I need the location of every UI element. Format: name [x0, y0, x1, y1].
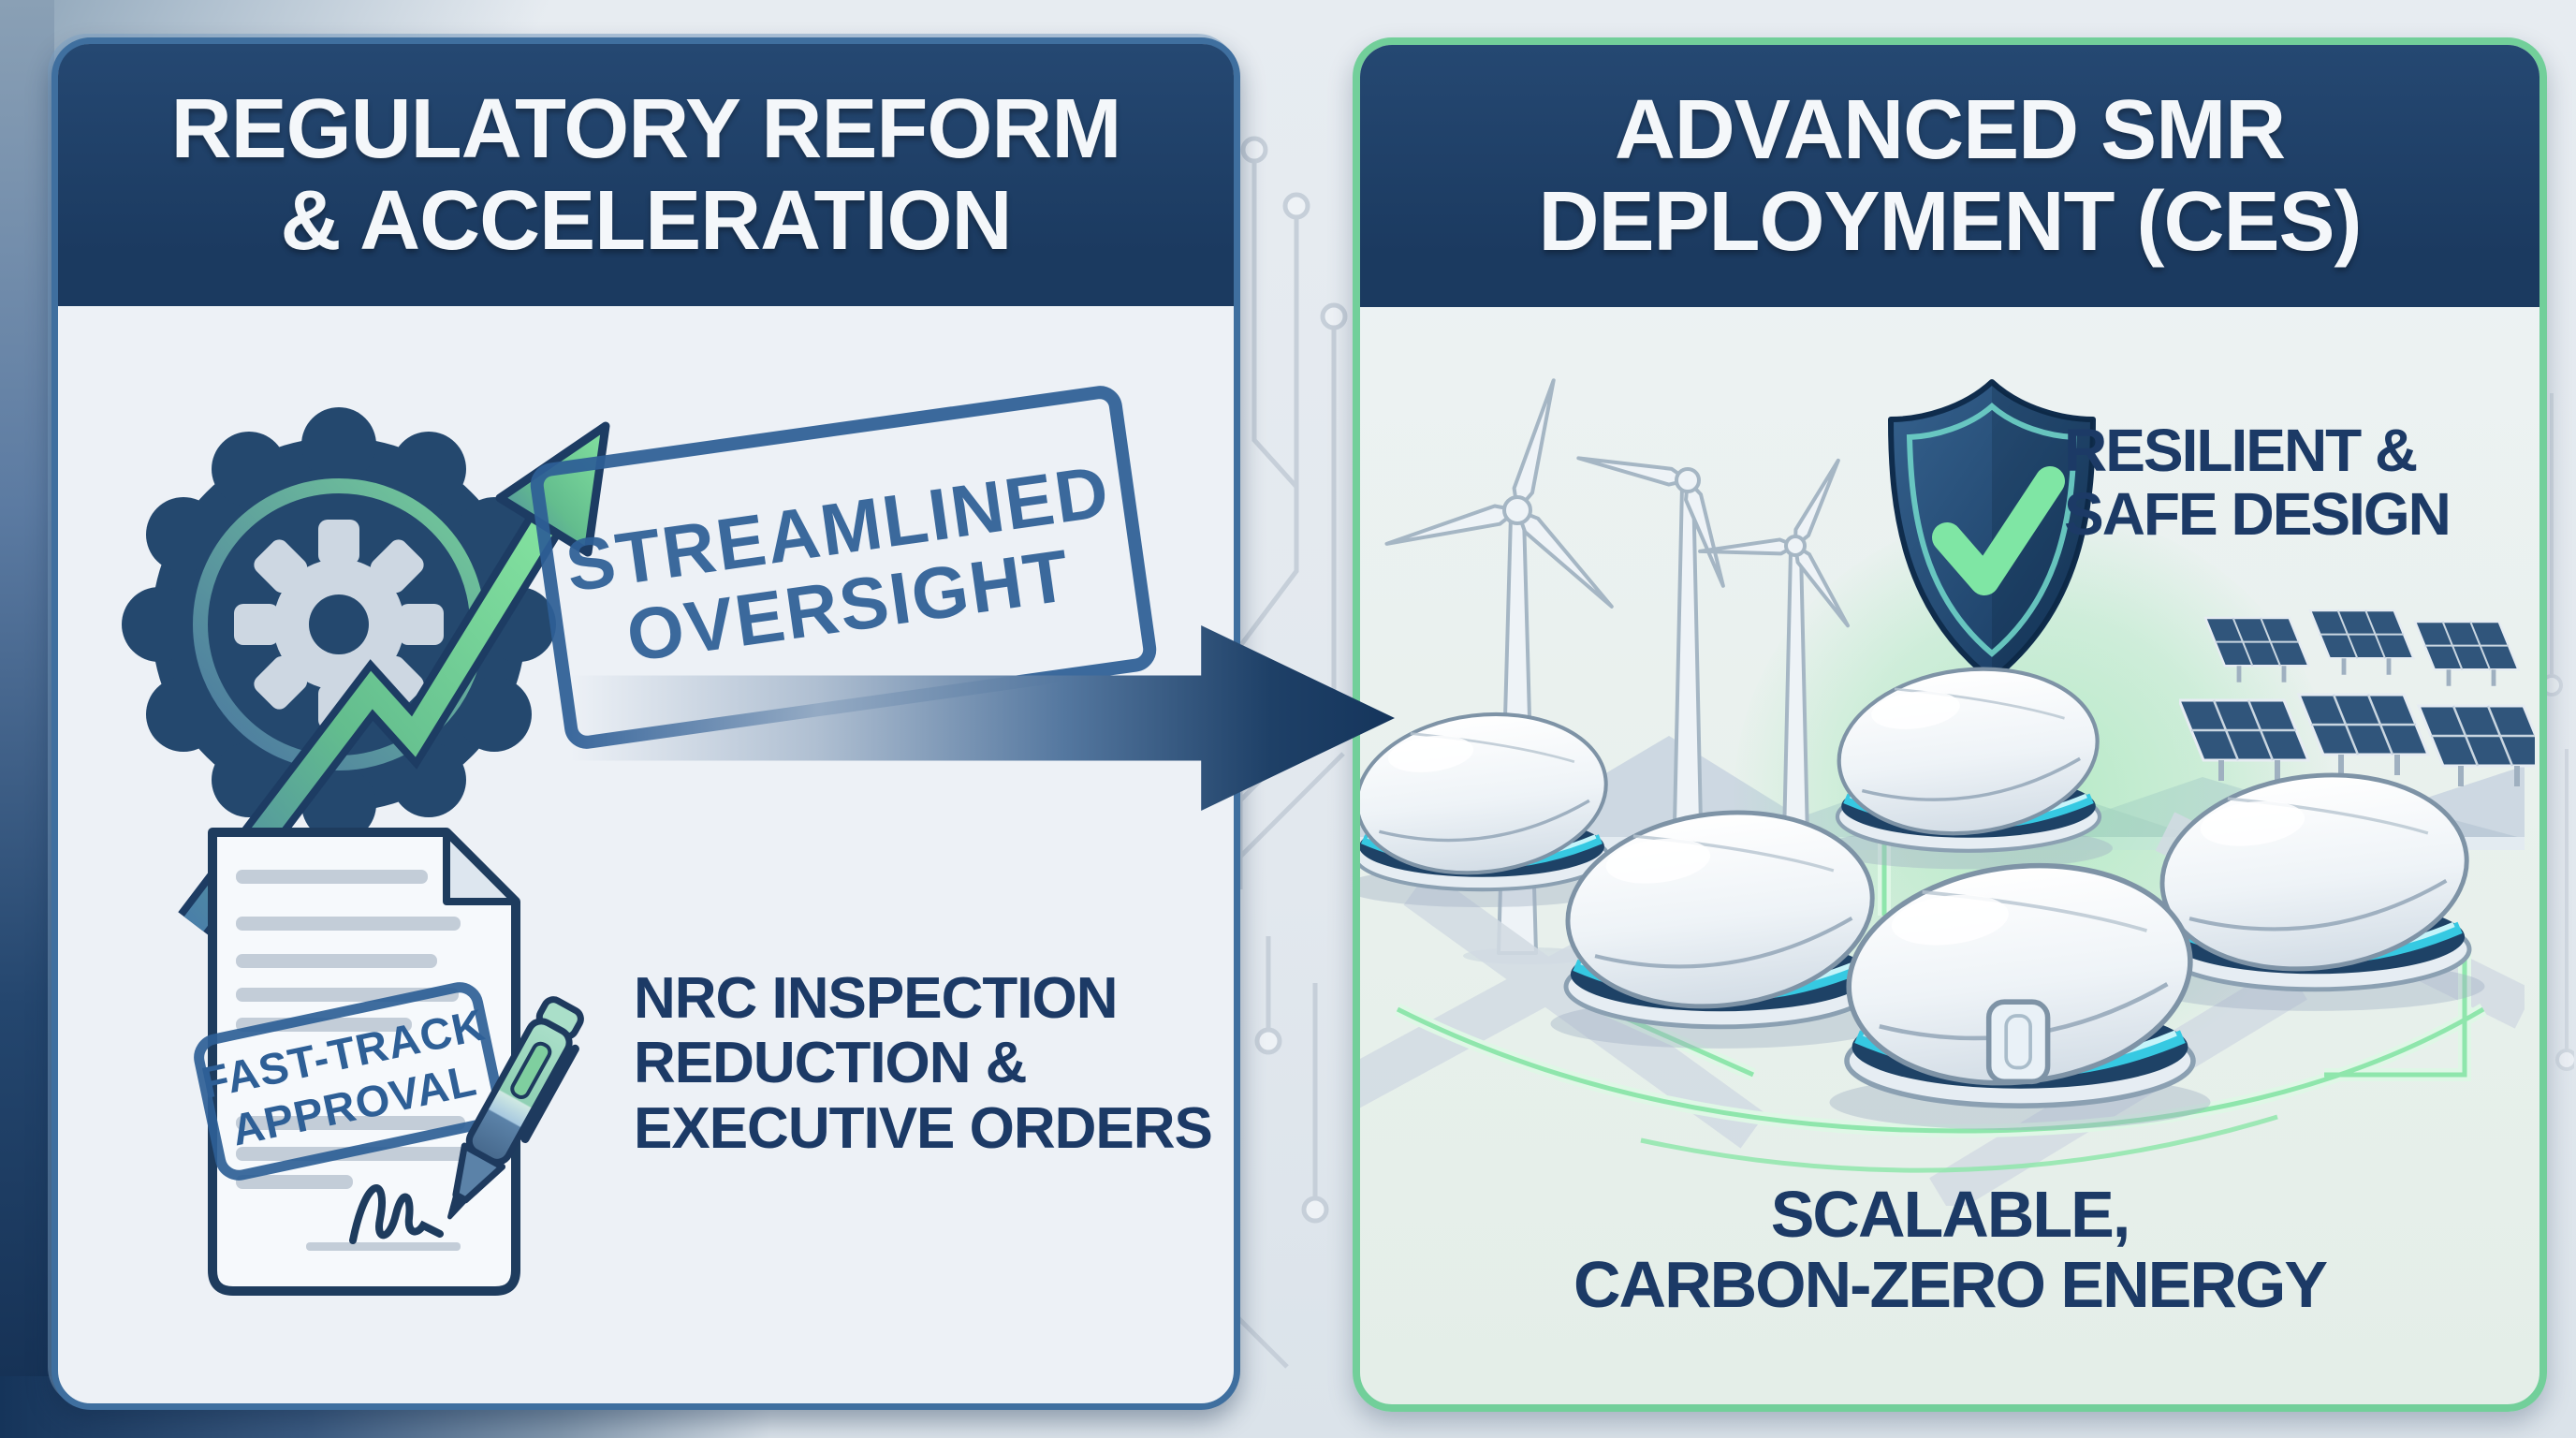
- circuit-pattern-icon: [2540, 393, 2574, 1071]
- caption-line1: SCALABLE,: [1770, 1178, 2131, 1251]
- right-panel-body: ADVANCED SMR DEPLOYMENT (CES): [1360, 45, 2539, 1404]
- right-title-line1: ADVANCED SMR: [1614, 82, 2286, 177]
- growth-arrow-icon: [178, 421, 610, 936]
- right-title-line2: DEPLOYMENT (CES): [1538, 175, 2362, 269]
- caption-line2: CARBON-ZERO ENERGY: [1573, 1247, 2328, 1321]
- gear-icon: [234, 520, 444, 729]
- regulatory-reform-panel: REGULATORY REFORM & ACCELERATION: [51, 37, 1240, 1410]
- pen-icon: [447, 996, 584, 1220]
- left-panel-caption: NRC INSPECTION REDUCTION & EXECUTIVE ORD…: [634, 966, 1234, 1161]
- safety-label-line1: RESILIENT &: [2064, 417, 2418, 484]
- smr-pod-icon: [2145, 758, 2485, 1011]
- safety-label: RESILIENT & SAFE DESIGN: [2064, 417, 2504, 548]
- gear-growth-badge-icon: [122, 407, 610, 936]
- smr-deployment-panel: ADVANCED SMR DEPLOYMENT (CES): [1353, 37, 2547, 1412]
- smr-pod-icon: [1824, 654, 2113, 869]
- background-left-gradient: [0, 0, 54, 1438]
- left-panel-title: REGULATORY REFORM & ACCELERATION: [170, 81, 1122, 268]
- checkmark-icon: [1932, 466, 2065, 595]
- right-panel-title: ADVANCED SMR DEPLOYMENT (CES): [1538, 82, 2362, 269]
- safety-label-line2: SAFE DESIGN: [2064, 479, 2452, 548]
- caption-line2: REDUCTION &: [634, 1031, 1028, 1096]
- caption-line3: EXECUTIVE ORDERS: [634, 1095, 1213, 1161]
- shield-check-icon: [1888, 379, 2096, 682]
- smr-pod-door: [1989, 1002, 2048, 1081]
- left-panel-header: REGULATORY REFORM & ACCELERATION: [58, 44, 1234, 306]
- smr-pod-icon: [1551, 796, 1891, 1049]
- signature-icon: [349, 1184, 444, 1244]
- document-fold-corner: [443, 829, 520, 905]
- left-title-line1: REGULATORY REFORM: [170, 81, 1122, 176]
- right-panel-header: ADVANCED SMR DEPLOYMENT (CES): [1360, 45, 2539, 307]
- left-title-line2: & ACCELERATION: [280, 174, 1013, 268]
- caption-line1: NRC INSPECTION: [634, 966, 1118, 1031]
- document-icon: FAST-TRACK APPROVAL: [194, 828, 584, 1296]
- left-panel-body: REGULATORY REFORM & ACCELERATION: [58, 44, 1234, 1403]
- right-panel-caption: SCALABLE, CARBON-ZERO ENERGY: [1360, 1180, 2539, 1320]
- smr-pod-cluster: [1360, 607, 2525, 1206]
